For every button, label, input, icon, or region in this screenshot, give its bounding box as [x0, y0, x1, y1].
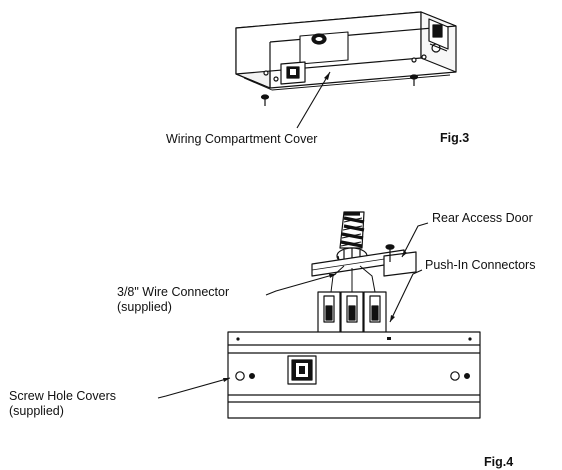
fig4-switch [287, 355, 317, 385]
figure-4-label: Fig.4 [484, 455, 514, 469]
label-screw-hole-covers-supplied: (supplied) [9, 404, 64, 418]
label-screw-hole-covers: Screw Hole Covers [9, 389, 116, 403]
fig3-switch [280, 61, 306, 85]
fig4-screw-hole-covers [235, 371, 471, 381]
label-wire-connector-supplied: (supplied) [117, 300, 172, 314]
fig4-callout-lines [157, 222, 429, 399]
fig3-end-connector [428, 18, 449, 52]
label-rear-access-door: Rear Access Door [432, 211, 533, 225]
fig3-callout-line [296, 71, 331, 129]
fig4-rear-access-door [383, 244, 417, 277]
fig4-conduit [339, 211, 365, 249]
fig4-fixture-body [227, 331, 481, 419]
fig4-push-in-connectors [317, 265, 387, 339]
figure-3-label: Fig.3 [440, 131, 470, 145]
fig3-wiring-cover [299, 31, 349, 65]
label-push-in-connectors: Push-In Connectors [425, 258, 536, 272]
label-wire-connector: 3/8" Wire Connector [117, 285, 230, 299]
fig3-knockouts [263, 43, 441, 82]
fig3-screws [260, 74, 419, 106]
label-wiring-compartment-cover: Wiring Compartment Cover [166, 132, 318, 146]
